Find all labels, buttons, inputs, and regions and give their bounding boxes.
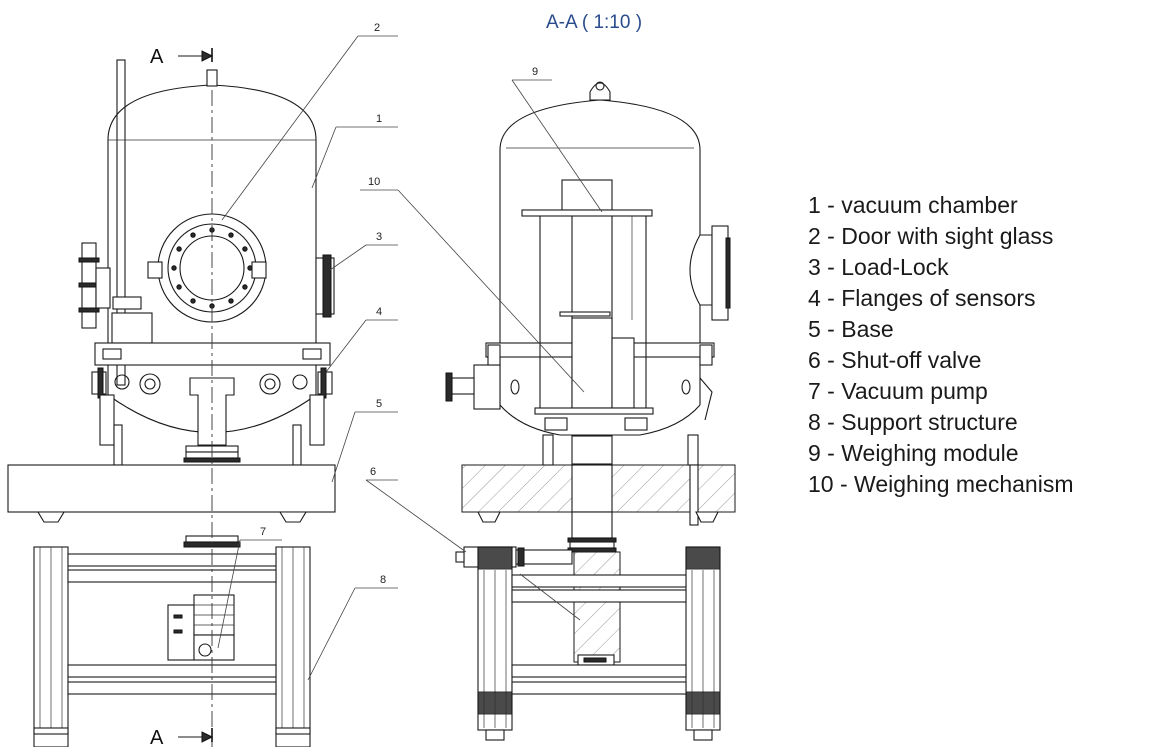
section-marker-bottom: A (150, 727, 214, 747)
door-bolt (228, 298, 234, 304)
section-marker-top: A (150, 46, 214, 68)
front-vertical-pipe (116, 59, 126, 386)
callout-2: 2 (374, 22, 380, 34)
section-chamber-shell (499, 99, 701, 405)
section-base-block (461, 464, 736, 526)
section-lower-bowl (499, 404, 701, 436)
callout-10: 10 (368, 176, 380, 188)
legend-item-weighing-module: 9 - Weighing module (808, 440, 1019, 466)
callout-1: 1 (376, 113, 382, 125)
front-base-block (7, 464, 336, 513)
front-support-frame (33, 546, 311, 747)
section-left-fitting (445, 364, 691, 410)
callout-labels: 2 1 3 4 5 6 7 8 9 10 (260, 22, 538, 586)
front-load-lock (315, 254, 335, 318)
door-bolt (228, 232, 234, 238)
legend-item-sensor-flanges: 4 - Flanges of sensors (808, 285, 1036, 311)
section-door (689, 225, 731, 321)
section-title: A-A ( 1:10 ) (546, 12, 642, 33)
leader-lines (217, 35, 603, 681)
legend-item-vacuum-chamber: 1 - vacuum chamber (808, 192, 1018, 218)
legend-item-weighing-mechanism: 10 - Weighing mechanism (808, 471, 1074, 497)
callout-8: 8 (380, 574, 386, 586)
door-bolt (190, 298, 196, 304)
legend-item-base: 5 - Base (808, 316, 894, 342)
callout-3: 3 (376, 231, 382, 243)
door-bolt (171, 265, 177, 271)
callout-5: 5 (376, 398, 382, 410)
door-bolt (176, 246, 182, 252)
callout-7: 7 (260, 526, 266, 538)
callout-6: 6 (370, 466, 376, 478)
legend-item-support-structure: 8 - Support structure (808, 409, 1018, 435)
section-view: A-A ( 1:10 ) (445, 12, 736, 741)
weighing-module (521, 179, 653, 410)
callout-4: 4 (376, 306, 382, 318)
callout-9: 9 (532, 66, 538, 78)
section-letter-bottom: A (150, 727, 164, 747)
front-base-plate (94, 342, 331, 366)
door-bolt (242, 284, 248, 290)
legend-item-vacuum-pump: 7 - Vacuum pump (808, 378, 988, 404)
front-vacuum-pump (167, 594, 235, 661)
front-view: A A (7, 46, 336, 747)
legend-item-shut-off-valve: 6 - Shut-off valve (808, 347, 982, 373)
door-bolt (242, 246, 248, 252)
legend-item-door: 2 - Door with sight glass (808, 223, 1054, 249)
weighing-mechanism (534, 317, 654, 415)
section-support-frame (477, 546, 721, 731)
section-letter-top: A (150, 46, 164, 68)
front-side-window (78, 242, 153, 344)
front-door (147, 213, 267, 323)
section-pump (573, 551, 621, 663)
parts-legend: 1 - vacuum chamber 2 - Door with sight g… (808, 190, 1073, 500)
front-sensor-flanges (91, 367, 333, 399)
door-bolt (176, 284, 182, 290)
shut-off-valve (455, 546, 573, 568)
legend-item-load-lock: 3 - Load-Lock (808, 254, 949, 280)
door-bolt (190, 232, 196, 238)
